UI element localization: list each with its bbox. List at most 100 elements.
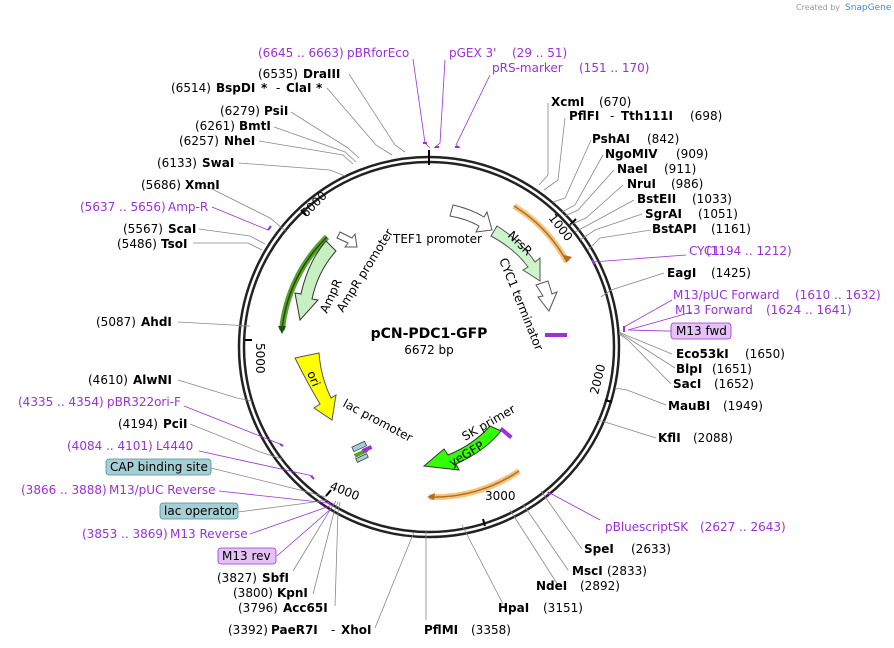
primer-prs-marker[interactable]: pRS-marker	[492, 61, 563, 75]
site-xmni-pos: (5686)	[141, 178, 181, 192]
primer-m13-reverse[interactable]: M13 Reverse	[170, 527, 248, 541]
site-blpi-pos: (1651)	[712, 362, 752, 376]
site-scai[interactable]: ScaI	[168, 222, 196, 236]
site-tth111i[interactable]: Tth111I	[621, 109, 673, 123]
m13-rev-marker	[361, 445, 373, 453]
site-pshai[interactable]: PshAI	[592, 132, 630, 146]
site-spei[interactable]: SpeI	[584, 542, 614, 556]
site-acc65i[interactable]: Acc65I	[283, 601, 328, 615]
lac-cluster	[351, 440, 373, 463]
site-brui[interactable]: NruI	[627, 177, 656, 191]
site-xhoi[interactable]: XhoI	[341, 623, 372, 637]
sites-left: (6535) DraIII (6514) BspDI * - ClaI * (6…	[88, 67, 340, 615]
primer-range-pbluescriptsk: (2627 .. 2643)	[700, 520, 786, 534]
tick-label-3000: 3000	[485, 489, 516, 503]
site-saci[interactable]: SacI	[673, 377, 701, 391]
site-swai[interactable]: SwaI	[202, 156, 234, 170]
primer-pgex3[interactable]: pGEX 3'	[449, 46, 496, 60]
primer-pbluescriptsk[interactable]: pBluescriptSK	[605, 520, 689, 534]
yegfp-arrow	[422, 425, 502, 471]
primer-range-cyc1: (1194 .. 1212)	[706, 244, 792, 258]
site-eco53ki[interactable]: Eco53kI	[676, 347, 729, 361]
m13-fwd-marker	[545, 333, 567, 337]
site-bsteii[interactable]: BstEII	[637, 192, 676, 206]
primer-range-prs-marker: (151 .. 170)	[579, 61, 649, 75]
site-pflmi-pos: (3358)	[471, 623, 511, 637]
site-naei[interactable]: NaeI	[617, 162, 648, 176]
tick-mark-1000	[569, 218, 577, 226]
primer-range-pbr322ori-f: (4335 .. 4354)	[18, 395, 104, 409]
site-brui-pos: (986)	[671, 177, 703, 191]
site-clai[interactable]: ClaI	[286, 81, 311, 95]
primer-amp-r[interactable]: Amp-R	[168, 200, 208, 214]
site-alwni[interactable]: AlwNI	[133, 373, 172, 387]
primer-l4440[interactable]: L4440	[156, 439, 193, 453]
site-sgrai[interactable]: SgrAI	[645, 207, 682, 221]
ori-arrow	[294, 352, 337, 421]
site-swai-pos: (6133)	[157, 156, 197, 170]
site-tsoi[interactable]: TsoI	[161, 237, 187, 251]
site-spei-pos: (2633)	[631, 542, 671, 556]
site-hpai[interactable]: HpaI	[498, 601, 529, 615]
box-cap-binding-site-label: CAP binding site	[110, 460, 208, 474]
site-paer7i-pos: (3392)	[228, 623, 268, 637]
site-bspdi-sep: -	[276, 81, 280, 95]
box-m13-fwd-label: M13 fwd	[676, 324, 727, 338]
primer-m13-puc-reverse[interactable]: M13/pUC Reverse	[109, 483, 216, 497]
primer-cyc1[interactable]: CYC1	[689, 244, 720, 258]
site-ngomiv-pos: (909)	[676, 147, 708, 161]
sites-right: XcmI (670) PflFI - Tth111I (698) PshAI (…	[551, 95, 785, 445]
site-eagi-pos: (1425)	[711, 266, 751, 280]
site-ngomiv[interactable]: NgoMIV	[605, 147, 658, 161]
primer-pbr322ori-f[interactable]: pBR322ori-F	[107, 395, 181, 409]
site-draiii-pos: (6535)	[258, 67, 298, 81]
site-pflfi[interactable]: PflFI	[569, 109, 599, 123]
site-kpni[interactable]: KpnI	[277, 586, 308, 600]
site-ndei[interactable]: NdeI	[536, 579, 567, 593]
site-bstapi[interactable]: BstAPI	[652, 222, 697, 236]
primer-range-l4440: (4084 .. 4101)	[67, 439, 153, 453]
site-sbfi-pos: (3827)	[217, 571, 257, 585]
site-sbfi[interactable]: SbfI	[262, 571, 289, 585]
box-cap-binding-site[interactable]	[105, 458, 212, 476]
site-ahdi[interactable]: AhdI	[141, 315, 172, 329]
site-sgrai-pos: (1051)	[698, 207, 738, 221]
primer-m13-puc-forward[interactable]: M13/pUC Forward	[673, 288, 780, 302]
green-arc-ampr-core	[281, 236, 328, 331]
site-eagi[interactable]: EagI	[667, 266, 696, 280]
primer-m13-forward[interactable]: M13 Forward	[675, 303, 753, 317]
site-kfli[interactable]: KflI	[658, 431, 681, 445]
site-alwni-pos: (4610)	[88, 373, 128, 387]
site-pcii[interactable]: PciI	[163, 417, 188, 431]
site-msci[interactable]: MscI	[572, 564, 603, 578]
site-xmni[interactable]: XmnI	[185, 178, 220, 192]
site-nhei[interactable]: NheI	[224, 134, 255, 148]
site-bspdi-star: *	[261, 81, 268, 95]
site-maubi[interactable]: MauBI	[668, 399, 710, 413]
site-ahdi-pos: (5087)	[96, 315, 136, 329]
site-clai-star: *	[316, 81, 323, 95]
site-blpi[interactable]: BlpI	[676, 362, 702, 376]
site-bspdi[interactable]: BspDI	[216, 81, 255, 95]
site-paer7i[interactable]: PaeR7I	[271, 623, 318, 637]
site-kpni-pos: (3800)	[233, 586, 273, 600]
box-m13-rev[interactable]	[217, 547, 277, 565]
credit-text: Created by	[796, 3, 840, 12]
site-ndei-pos: (2892)	[580, 579, 620, 593]
ampr-promoter-arrow	[336, 231, 358, 248]
site-bmti[interactable]: BmtI	[239, 119, 271, 133]
site-paer7i-sep: -	[331, 623, 335, 637]
primer-range-m13-puc-reverse: (3866 .. 3888)	[21, 483, 107, 497]
site-saci-pos: (1652)	[714, 377, 754, 391]
box-lac-operator[interactable]	[159, 502, 239, 520]
primer-pbrforeco[interactable]: pBRforEco	[347, 46, 409, 60]
box-m13-fwd[interactable]	[670, 322, 732, 340]
site-draiii[interactable]: DraIII	[303, 67, 340, 81]
site-pflmi[interactable]: PflMI	[424, 623, 458, 637]
lac-operator-marker	[355, 453, 369, 463]
site-psii-pos: (6279)	[220, 104, 260, 118]
site-xcmi[interactable]: XcmI	[551, 95, 584, 109]
site-psii[interactable]: PsiI	[264, 104, 288, 118]
primer-range-pbrforeco: (6645 .. 6663)	[258, 46, 344, 60]
